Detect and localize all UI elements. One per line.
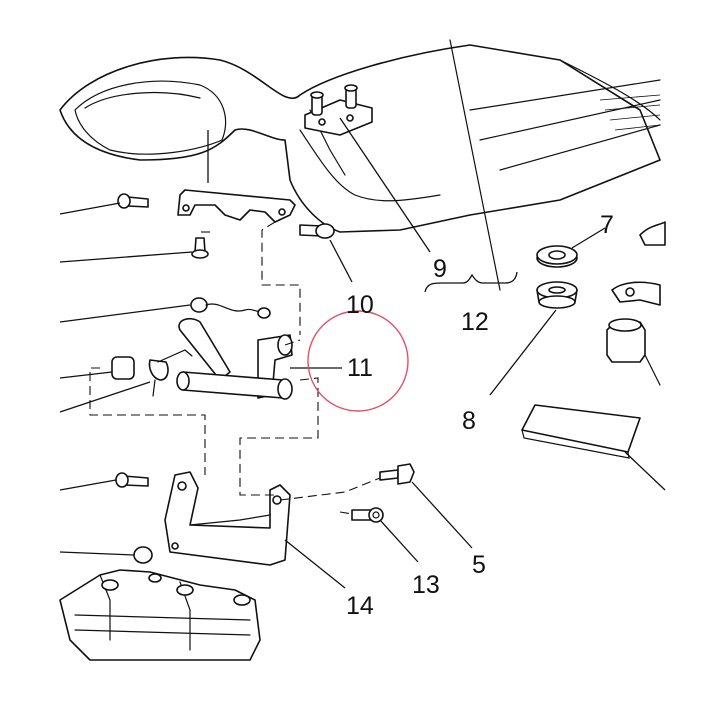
callout-7: 7: [600, 211, 614, 239]
rubber-pad: [521, 404, 641, 459]
lower-washer: [133, 546, 153, 564]
callout-8: 8: [462, 407, 476, 435]
base-chassis: [59, 569, 261, 661]
left-screws: [115, 193, 209, 488]
spring-and-bush: [111, 349, 193, 397]
callout-13: 13: [412, 571, 440, 599]
callout-12: 12: [461, 308, 489, 336]
callout-5: 5: [472, 551, 486, 579]
assembly-lines: [89, 221, 381, 515]
cable-connector: [190, 297, 271, 319]
callout-10: 10: [346, 291, 374, 319]
upper-bracket: [177, 189, 296, 223]
part-7-washer: [536, 245, 578, 268]
group-brace: [424, 271, 518, 293]
part-8-bush: [536, 281, 578, 309]
right-side-parts: [606, 221, 666, 386]
callout-9: 9: [433, 255, 447, 283]
callout-11: 11: [347, 354, 373, 382]
body-shell: [59, 39, 661, 291]
part-10-bolt: [299, 223, 335, 239]
part-14-lower-bracket: [164, 471, 291, 566]
highlight-circle: [307, 310, 409, 412]
part-5-hex-bolt: [379, 463, 415, 485]
part-13-socket-screw: [351, 507, 384, 523]
leader-lines: [59, 117, 666, 589]
part-9-stud-bracket: [304, 84, 373, 136]
part-11-pivot-arm: [176, 318, 293, 400]
callout-14: 14: [346, 592, 374, 620]
